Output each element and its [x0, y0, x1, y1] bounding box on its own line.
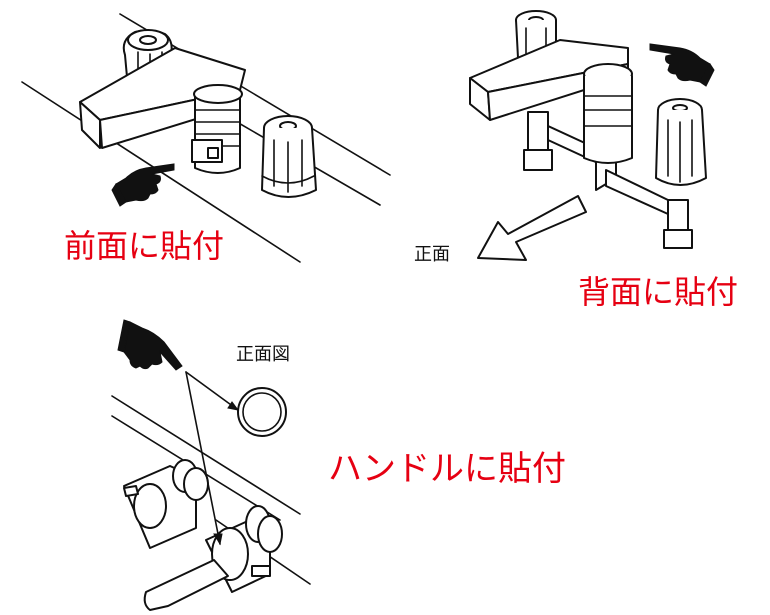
- center-body: [191, 84, 243, 174]
- pointing-hand-icon: [649, 43, 715, 87]
- front-attach-label: 前面に貼付: [64, 227, 225, 265]
- arrow-head: [213, 533, 223, 546]
- center-body-back: [583, 63, 633, 164]
- wall-edge-line: [111, 395, 301, 515]
- left-handle: [123, 459, 209, 549]
- pointing-hand-icon: [111, 163, 175, 207]
- leader-line: [185, 371, 239, 411]
- handle-attach-label: ハンドルに貼付: [328, 449, 566, 489]
- pipework: [523, 111, 693, 249]
- right-knob: [261, 115, 317, 198]
- pointing-hand-icon: [117, 319, 183, 371]
- faucet-back-illustration: [469, 10, 707, 261]
- faucet-handle-illustration: [111, 371, 311, 611]
- front-view-circle: [237, 387, 287, 437]
- back-attach-label: 背面に貼付: [578, 273, 739, 311]
- front-direction-arrow: [477, 195, 587, 261]
- faucet-front-illustration: [21, 13, 391, 263]
- front-view-label: 正面図: [236, 344, 290, 365]
- leader-line: [185, 371, 221, 545]
- spout: [143, 559, 229, 611]
- front-view-circle-inner: [242, 392, 282, 432]
- arrow-head: [227, 401, 240, 411]
- right-knob-back: [655, 98, 707, 186]
- front-label: 正面: [414, 244, 450, 265]
